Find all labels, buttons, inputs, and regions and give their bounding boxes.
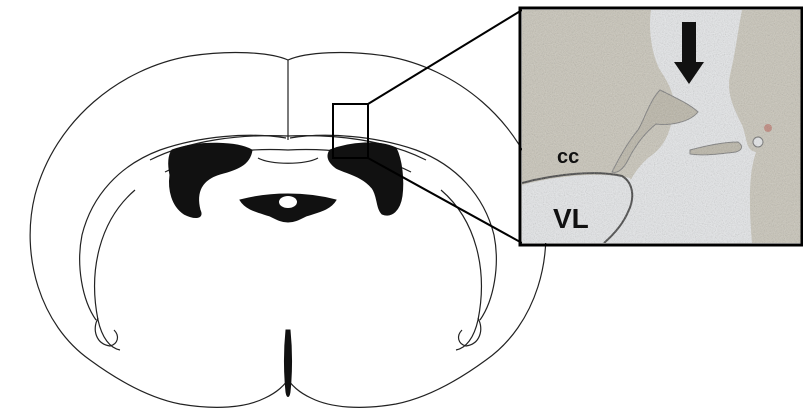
lateral-ventricle-left <box>169 143 252 217</box>
ventricles <box>169 143 403 397</box>
label-cc: cc <box>557 146 579 168</box>
external-capsule-left <box>95 190 135 350</box>
label-vl: VL <box>553 203 589 234</box>
external-capsule-right <box>441 190 481 350</box>
aqueduct <box>285 330 292 397</box>
lateral-ventricle-right <box>328 143 403 215</box>
